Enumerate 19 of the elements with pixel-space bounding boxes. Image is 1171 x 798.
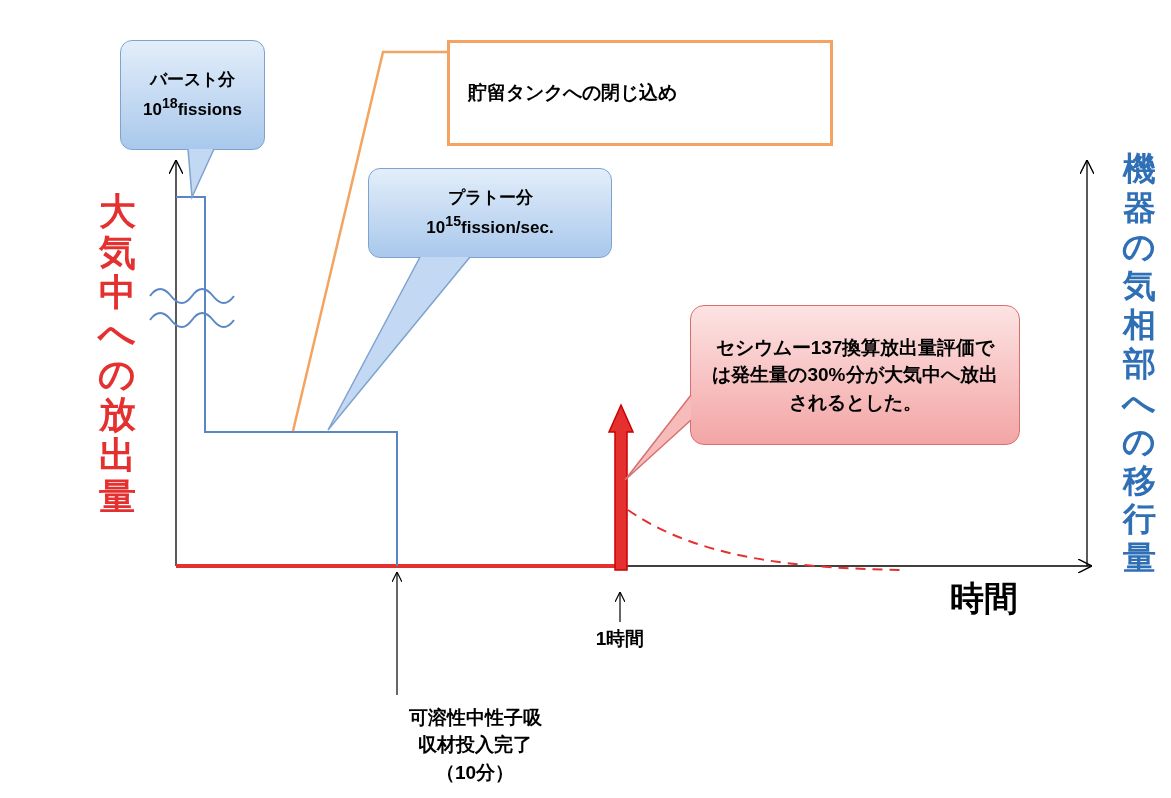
pointer-arrow bbox=[391, 571, 403, 696]
callout-title: プラトー分 bbox=[447, 187, 533, 210]
release-curve bbox=[175, 196, 398, 567]
axis-title: 機器の気相部への移行量 bbox=[1122, 150, 1157, 579]
note-box bbox=[447, 40, 833, 146]
annotation-text: 可溶性中性子吸収材投入完了（10分） bbox=[407, 705, 543, 785]
callout-text: セシウムー137換算放出量評価では発生量の30%分が大気中へ放出されるとした。 bbox=[711, 335, 999, 415]
pointer-arrow bbox=[614, 591, 626, 623]
callout-text: 10$^{15}$fission/sec. bbox=[426, 211, 554, 239]
leader-line bbox=[291, 50, 447, 432]
axis-title: 大気中への放出量 bbox=[98, 192, 137, 518]
callout-box bbox=[120, 40, 265, 150]
callout-text: 貯留タンクへの閉じ込め bbox=[468, 81, 677, 106]
callout-box bbox=[690, 305, 1020, 445]
annotation-text: 1時間 bbox=[595, 627, 645, 652]
callout-box bbox=[368, 168, 612, 258]
axis-title: 時間 bbox=[950, 578, 1018, 619]
callout-title: バースト分 bbox=[150, 69, 235, 92]
callout-text: 10$^{18}$fissions bbox=[143, 93, 242, 121]
